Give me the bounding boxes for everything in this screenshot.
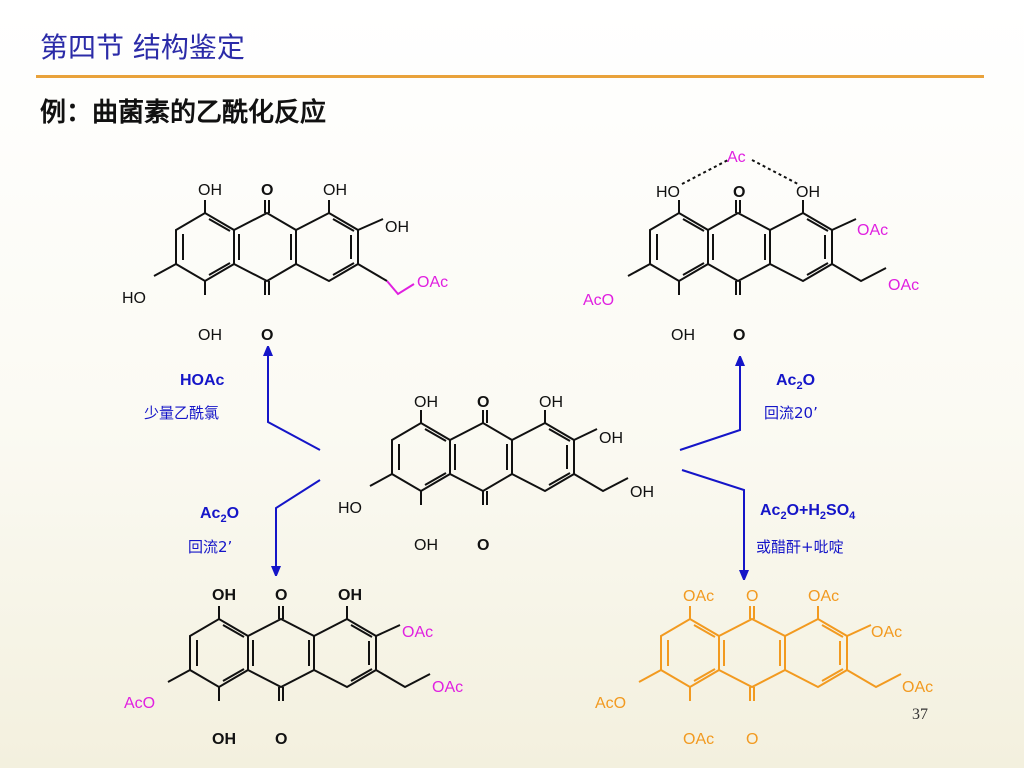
slide-subtitle: 例：曲菌素的乙酰化反应: [40, 98, 327, 128]
br-oac4: OAc: [683, 731, 714, 748]
bl-oh4: OH: [212, 731, 236, 748]
top-right-h-bond-left: [681, 159, 729, 185]
cond-br-note: 或醋酐+吡啶: [756, 538, 844, 556]
tr-oac7: OAc: [857, 222, 888, 239]
cond-tl-note: 少量乙酰氯: [144, 404, 219, 422]
tl-ho3: HO: [122, 290, 146, 307]
tr-ac: Ac: [727, 149, 746, 166]
molecule-bottom-right: [638, 606, 902, 701]
tr-oh8: OH: [796, 184, 820, 201]
page-number: 37: [912, 706, 928, 723]
molecule-top-right: [627, 200, 887, 295]
tr-aco3: AcO: [583, 292, 614, 309]
tr-ho1: HO: [656, 184, 680, 201]
cond-br-reagent: Ac2O+H2SO4: [760, 502, 856, 522]
tl-oh4: OH: [198, 327, 222, 344]
tr-oac-ch2: OAc: [888, 277, 919, 294]
tl-oh1: OH: [198, 182, 222, 199]
bl-o-top: O: [275, 587, 287, 604]
arrow-to-top-right: [679, 360, 740, 451]
tr-o-top: O: [733, 184, 745, 201]
br-oac1: OAc: [683, 588, 714, 605]
right-ring: [511, 421, 575, 493]
br-oac8: OAc: [808, 588, 839, 605]
arrow-to-bottom-left: [276, 479, 321, 572]
molecule-center-labels: OH O OH OH OH HO OH O: [338, 394, 654, 554]
cond-bl-note: 回流2’: [188, 538, 232, 556]
br-oac-ch2: OAc: [902, 679, 933, 696]
slide-title: 第四节 结构鉴定: [40, 31, 245, 64]
bl-o-bot: O: [275, 731, 287, 748]
center-oh8: OH: [539, 394, 563, 411]
center-ch2oh: OH: [630, 484, 654, 501]
arrow-to-top-left: [268, 350, 321, 451]
tl-oh8: OH: [323, 182, 347, 199]
bl-oac7: OAc: [402, 624, 433, 641]
molecule-center: [369, 410, 629, 505]
br-o-top: O: [746, 588, 758, 605]
arrow-to-bottom-right: [681, 469, 744, 576]
tr-oh4: OH: [671, 327, 695, 344]
tl-oac: OAc: [417, 274, 448, 291]
cond-tr-note: 回流20’: [764, 404, 818, 422]
title-divider: [36, 75, 984, 78]
br-aco3: AcO: [595, 695, 626, 712]
center-ho3: HO: [338, 500, 362, 517]
bl-aco3: AcO: [124, 695, 155, 712]
cond-bl-reagent: Ac2O: [200, 505, 239, 525]
top-left-ch2-bond-magenta: [386, 280, 415, 296]
center-o-top: O: [477, 394, 489, 411]
cond-tr-reagent: Ac2O: [776, 372, 815, 392]
tl-oh7: OH: [385, 219, 409, 236]
molecule-top-left: [153, 200, 388, 295]
cond-tl-reagent: HOAc: [180, 372, 225, 389]
bl-oh8: OH: [338, 587, 362, 604]
center-oh4: OH: [414, 537, 438, 554]
bl-oac-ch2: OAc: [432, 679, 463, 696]
top-right-h-bond-right: [751, 159, 799, 185]
tl-o-top: O: [261, 182, 273, 199]
molecule-bottom-left: [167, 606, 431, 701]
left-ring: [391, 421, 451, 493]
tr-o-bot: O: [733, 327, 745, 344]
center-ring: [449, 421, 513, 493]
center-oh1: OH: [414, 394, 438, 411]
bl-oh1: OH: [212, 587, 236, 604]
br-o-bot: O: [746, 731, 758, 748]
br-oac7: OAc: [871, 624, 902, 641]
center-o-bot: O: [477, 537, 489, 554]
tl-o-bot: O: [261, 327, 273, 344]
center-oh7: OH: [599, 430, 623, 447]
